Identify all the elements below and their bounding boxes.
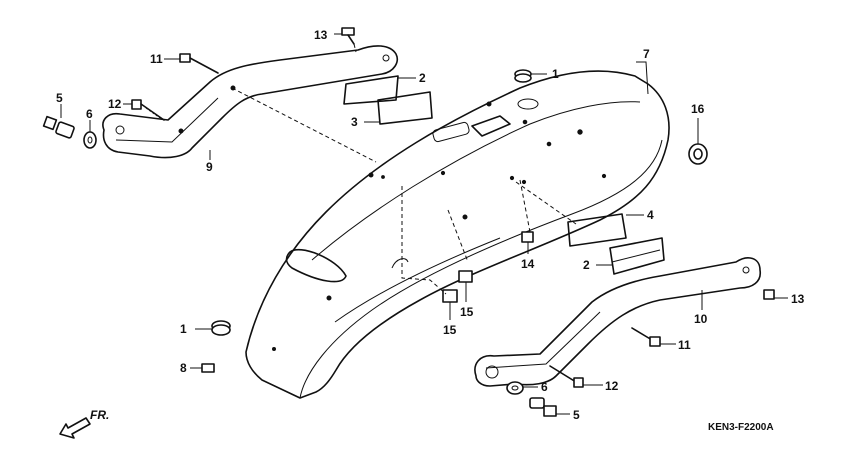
grommet-16 bbox=[688, 143, 708, 165]
reflector-seal-top bbox=[377, 91, 433, 125]
rear-fender bbox=[245, 70, 670, 399]
callout-11-right: 11 bbox=[678, 338, 691, 352]
callout-16: 16 bbox=[691, 102, 705, 116]
nut-15-right bbox=[458, 270, 473, 283]
callout-12-left: 12 bbox=[108, 97, 122, 111]
callout-1-top: 1 bbox=[552, 67, 559, 81]
direction-label: FR. bbox=[90, 408, 109, 422]
callout-11-top: 11 bbox=[150, 52, 163, 66]
diagram-code: KEN3-F2200A bbox=[708, 422, 774, 433]
callout-labels: 13 11 12 5 6 9 2 3 1 7 16 4 2 14 15 15 1… bbox=[56, 28, 805, 422]
callout-9: 9 bbox=[206, 160, 213, 174]
bolt-11-right bbox=[631, 327, 661, 347]
reflector-seal-right bbox=[567, 213, 627, 247]
callout-15-right: 15 bbox=[460, 305, 474, 319]
leader-lines bbox=[60, 33, 788, 415]
front-direction-arrow: FR. bbox=[59, 408, 109, 439]
callout-6-left: 6 bbox=[86, 107, 93, 121]
callout-10: 10 bbox=[694, 312, 708, 326]
callout-2-right: 2 bbox=[583, 258, 590, 272]
washer-6-right bbox=[506, 381, 524, 395]
grommet-1-top bbox=[514, 69, 532, 83]
callout-14: 14 bbox=[521, 257, 535, 271]
reflector-right bbox=[609, 237, 665, 275]
callout-5-left: 5 bbox=[56, 91, 63, 105]
callout-1-bottom: 1 bbox=[180, 322, 187, 336]
nut-14 bbox=[521, 231, 534, 243]
callout-13-right: 13 bbox=[791, 292, 805, 306]
bolt-11-top bbox=[179, 53, 219, 74]
screw-8 bbox=[201, 363, 215, 373]
callout-5-right: 5 bbox=[573, 408, 580, 422]
callout-2-top: 2 bbox=[419, 71, 426, 85]
reflector-top bbox=[343, 75, 399, 105]
bolt-13-top bbox=[341, 27, 355, 45]
callout-3: 3 bbox=[351, 115, 358, 129]
bolt-13-right bbox=[763, 289, 775, 300]
callout-6-right: 6 bbox=[541, 380, 548, 394]
bolt-5-left bbox=[42, 115, 75, 139]
grommet-1-bottom bbox=[211, 320, 231, 336]
right-fender-stay bbox=[474, 257, 762, 387]
nut-15-left bbox=[442, 289, 458, 303]
washer-6-left bbox=[83, 131, 97, 149]
callout-4: 4 bbox=[647, 208, 654, 222]
callout-8: 8 bbox=[180, 361, 187, 375]
bolt-5-right bbox=[529, 397, 557, 417]
callout-7: 7 bbox=[643, 47, 650, 61]
callout-12-right: 12 bbox=[605, 379, 619, 393]
callout-13-top: 13 bbox=[314, 28, 328, 42]
bolt-12-right bbox=[549, 365, 584, 388]
callout-15-left: 15 bbox=[443, 323, 457, 337]
